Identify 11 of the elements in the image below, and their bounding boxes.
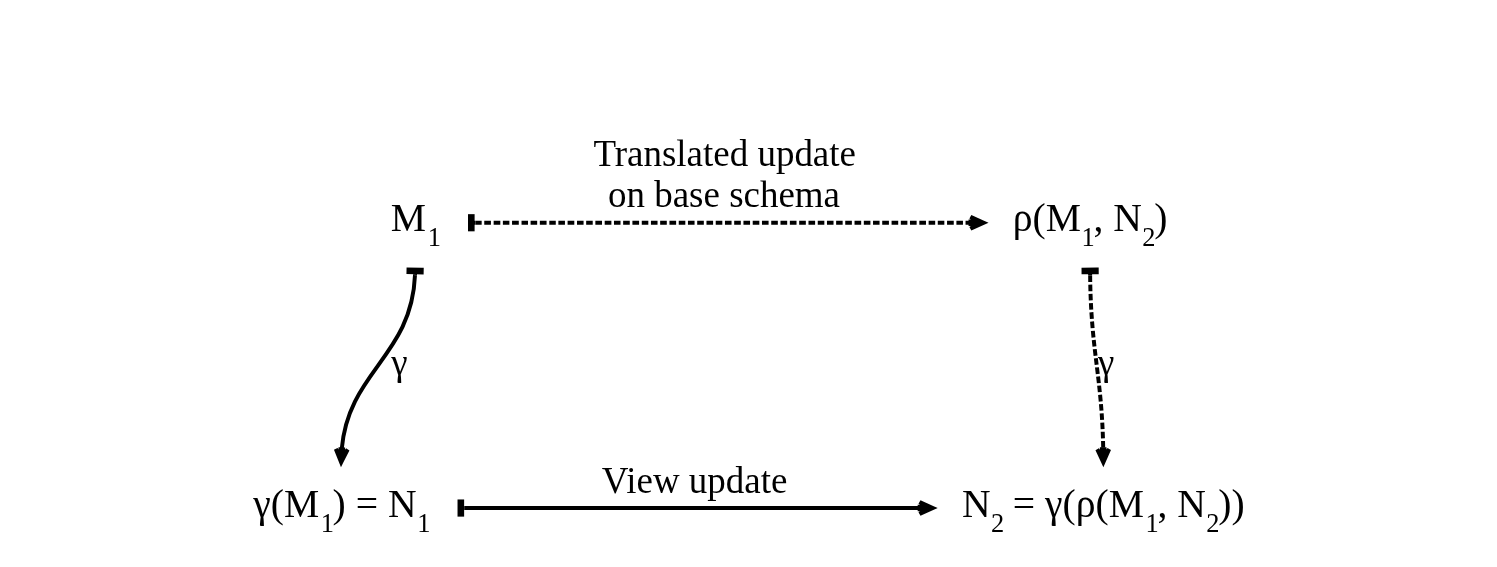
arrow (1081, 267, 1111, 465)
arrow (333, 267, 424, 465)
arrow (467, 214, 986, 232)
node-text: M$_{1}$ (390, 196, 441, 253)
edge-label: γ (390, 341, 408, 383)
node-text: N$_{2}$ = γ(ρ(M$_{1}$, N$_{2}$)) (961, 481, 1245, 538)
edge-label: Translated update on base schema (592, 133, 856, 216)
node-text: ρ(M$_{1}$, N$_{2}$) (1012, 196, 1167, 253)
node-text: γ(M$_{1}$) = N$_{1}$ (252, 481, 430, 538)
edge-label: γ (1097, 341, 1114, 383)
edge-label: View update (601, 459, 787, 501)
